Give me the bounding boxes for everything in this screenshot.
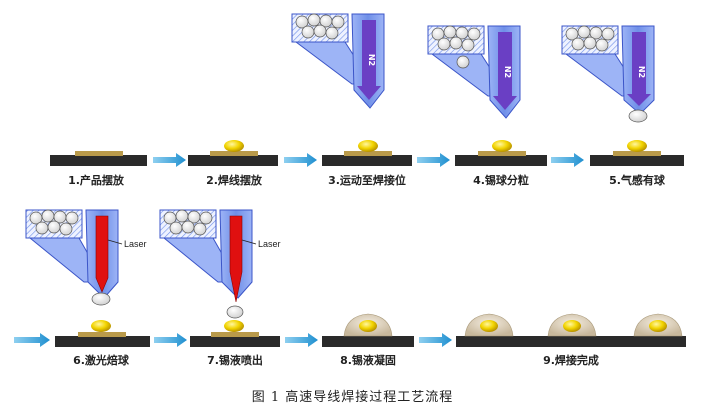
figure-caption: 图 1 高速导线焊接过程工艺流程 bbox=[251, 390, 454, 405]
gas-label: N2 bbox=[637, 66, 646, 78]
step-8: 8.锡液凝固 bbox=[322, 313, 414, 367]
process-diagram: 1.产品摆放 2.焊线摆放 N2 3.运动至焊接位 bbox=[14, 13, 686, 367]
solder-wire bbox=[224, 140, 244, 152]
step-label: 4.锡球分粒 bbox=[473, 173, 529, 187]
solder-wire bbox=[649, 320, 667, 332]
solder-wire bbox=[480, 320, 498, 332]
solder-droplet bbox=[226, 305, 244, 319]
laser-label: Laser bbox=[258, 239, 281, 249]
gas-label: N2 bbox=[503, 66, 512, 78]
step-2: 2.焊线摆放 bbox=[188, 140, 278, 187]
substrate bbox=[55, 336, 150, 347]
solder-ball bbox=[91, 292, 111, 306]
solder-wire bbox=[224, 320, 244, 332]
laser-beam bbox=[229, 215, 243, 303]
flow-arrow-icon bbox=[417, 153, 450, 167]
flow-arrow-icon bbox=[419, 333, 452, 347]
flow-arrow-icon bbox=[153, 153, 186, 167]
step-label: 9.焊接完成 bbox=[543, 353, 599, 367]
flow-arrow-icon bbox=[551, 153, 584, 167]
solder-ball bbox=[628, 109, 648, 123]
gas-arrow-icon bbox=[357, 20, 381, 100]
solder-wire bbox=[359, 320, 377, 332]
substrate bbox=[188, 155, 278, 166]
pad bbox=[78, 332, 126, 337]
nozzle-head: Laser bbox=[25, 209, 147, 306]
nozzle-head: N2 bbox=[291, 13, 385, 109]
step-label: 7.锡液喷出 bbox=[207, 353, 263, 367]
pad bbox=[613, 151, 661, 156]
substrate bbox=[456, 336, 686, 347]
substrate bbox=[190, 336, 280, 347]
solder-ball-reservoir bbox=[565, 25, 615, 52]
flow-arrow-icon bbox=[284, 153, 317, 167]
step-1: 1.产品摆放 bbox=[50, 151, 147, 187]
pad bbox=[344, 151, 392, 156]
step-label: 3.运动至焊接位 bbox=[328, 173, 406, 187]
solder-ball-reservoir bbox=[163, 209, 213, 236]
substrate bbox=[455, 155, 547, 166]
laser-label: Laser bbox=[124, 239, 147, 249]
nozzle-head: N2 bbox=[561, 25, 655, 123]
solder-wire bbox=[91, 320, 111, 332]
step-9: 9.焊接完成 bbox=[456, 313, 686, 367]
gas-arrow-icon bbox=[493, 32, 517, 110]
laser-beam bbox=[95, 215, 109, 293]
substrate bbox=[322, 336, 414, 347]
nozzle-head: N2 bbox=[427, 25, 521, 119]
solder-ball-reservoir bbox=[29, 209, 79, 236]
step-5: N2 5.气感有球 bbox=[561, 25, 684, 187]
gas-label: N2 bbox=[367, 54, 376, 66]
pad bbox=[75, 151, 123, 156]
solder-wire bbox=[492, 140, 512, 152]
step-label: 6.激光焙球 bbox=[73, 353, 130, 367]
step-label: 1.产品摆放 bbox=[68, 173, 125, 187]
solder-ball-reservoir bbox=[431, 25, 481, 52]
substrate bbox=[50, 155, 147, 166]
solder-wire bbox=[563, 320, 581, 332]
pad bbox=[210, 151, 258, 156]
pad bbox=[211, 332, 259, 337]
solder-ball-reservoir bbox=[295, 13, 345, 40]
nozzle-head: Laser bbox=[159, 209, 281, 319]
flow-arrow-icon bbox=[14, 333, 50, 347]
gas-arrow-icon bbox=[627, 32, 651, 106]
pad bbox=[478, 151, 526, 156]
solder-wire bbox=[627, 140, 647, 152]
substrate bbox=[590, 155, 684, 166]
flow-arrow-icon bbox=[285, 333, 318, 347]
flow-arrow-icon bbox=[154, 333, 187, 347]
solder-wire bbox=[358, 140, 378, 152]
step-6: Laser 6.激光焙球 bbox=[25, 209, 150, 367]
solder-ball bbox=[456, 55, 470, 69]
step-label: 8.锡液凝固 bbox=[340, 353, 396, 367]
step-label: 5.气感有球 bbox=[609, 173, 666, 187]
step-7: Laser 7.锡液喷出 bbox=[159, 209, 281, 367]
step-4: N2 4.锡球分粒 bbox=[427, 25, 547, 187]
step-label: 2.焊线摆放 bbox=[206, 173, 263, 187]
substrate bbox=[322, 155, 412, 166]
step-3: N2 3.运动至焊接位 bbox=[291, 13, 412, 187]
